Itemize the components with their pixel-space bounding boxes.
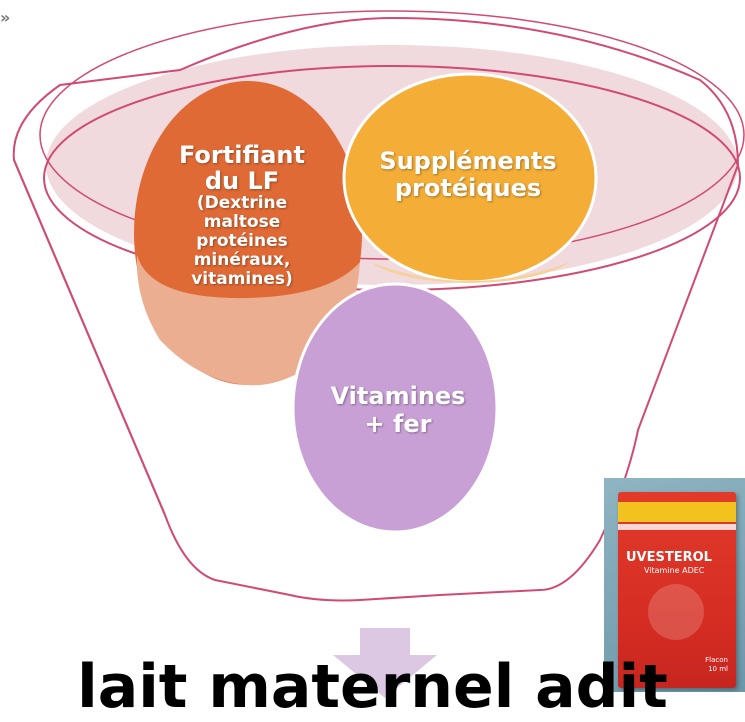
box-white-band	[618, 524, 736, 530]
supplements-title-1: Suppléments	[379, 147, 557, 175]
fortifiant-detail-3: protéines	[196, 231, 288, 251]
box-yellow-band	[618, 502, 736, 522]
fortifiant-label: Fortifiant du LF (Dextrine maltose proté…	[158, 142, 326, 289]
fortifiant-detail-2: maltose	[203, 212, 281, 232]
funnel-outline	[12, 16, 740, 602]
funnel-left-edge	[13, 159, 166, 516]
product-size: Flacon 10 ml	[705, 656, 728, 674]
nav-arrows-label: »	[0, 8, 12, 27]
product-brand: UVESTEROL	[626, 550, 712, 565]
fortifiant-title-2: du LF	[204, 167, 280, 195]
down-arrow	[333, 628, 437, 698]
bottom-caption: lait maternel adit	[77, 652, 668, 722]
product-subtitle: Vitamine ADEC	[644, 566, 705, 575]
vitamines-label: Vitamines + fer	[298, 382, 498, 438]
fortifiant-detail-1: (Dextrine	[196, 193, 288, 213]
leaf-icon	[648, 584, 704, 640]
supplements-label: Suppléments protéiques	[358, 148, 578, 202]
fortifiant-title-1: Fortifiant	[179, 141, 305, 169]
vitamines-title-2: + fer	[364, 410, 432, 438]
product-box: UVESTEROL Vitamine ADEC Flacon 10 ml	[618, 492, 736, 688]
vitamines-title-1: Vitamines	[330, 382, 466, 410]
supplements-bubble-lower	[370, 262, 570, 283]
nav-arrows[interactable]: »	[0, 8, 11, 27]
product-size-1: Flacon	[705, 656, 728, 664]
vitamines-bubble	[291, 282, 499, 534]
supplements-title-2: protéiques	[394, 174, 542, 202]
product-photo: UVESTEROL Vitamine ADEC Flacon 10 ml	[604, 478, 745, 692]
funnel-diagram	[12, 10, 745, 698]
product-size-2: 10 ml	[708, 665, 728, 673]
fortifiant-detail-5: vitamines)	[191, 269, 293, 289]
fortifiant-detail-4: minéraux,	[193, 250, 291, 270]
